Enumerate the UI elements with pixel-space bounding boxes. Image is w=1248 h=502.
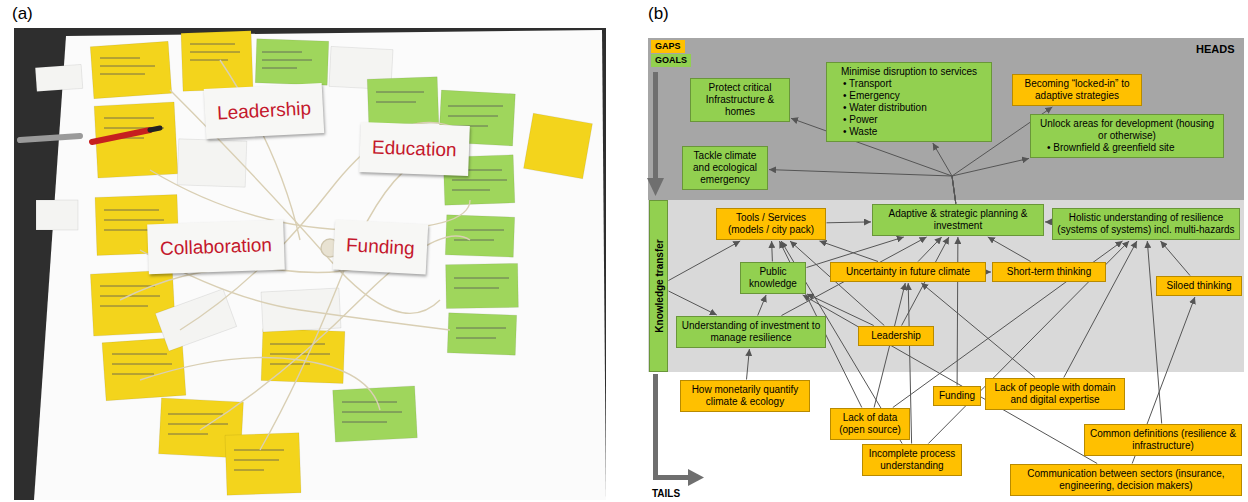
gap-box: Becoming “locked-in” to adaptive strateg… — [1012, 74, 1142, 106]
box-text: Lack of data (open source) — [835, 412, 905, 436]
box-text: Public knowledge — [745, 266, 801, 290]
goal-box: Protect critical Infrastructure & homes — [690, 78, 790, 122]
arrow-connector — [988, 237, 1031, 262]
idea-card: Leadership — [204, 83, 324, 139]
legend-swatch: GOALS — [651, 54, 691, 67]
arrow-connector — [820, 241, 879, 262]
sticky-notes — [35, 31, 592, 495]
arrow-connector — [957, 237, 959, 386]
box-text: Tackle climate and ecological emergency — [687, 150, 763, 186]
box-text: • Brownfield & greenfield site — [1035, 142, 1219, 154]
arrow-connector — [758, 295, 766, 316]
arrow-connector — [1147, 241, 1161, 424]
gap-box: Lack of data (open source) — [830, 408, 910, 440]
box-text: Understanding of investment to manage re… — [681, 320, 821, 344]
band-label: HEADS — [1196, 43, 1235, 55]
box-text: Knowledge transfer — [653, 239, 664, 332]
vertical-goal-box: Knowledge transfer — [649, 200, 668, 372]
box-text: Leadership — [863, 330, 929, 342]
handwritten-text: Leadership — [216, 98, 311, 125]
box-text: Funding — [938, 390, 976, 402]
connecting-strings — [120, 60, 470, 450]
box-text: Short-term thinking — [997, 266, 1101, 278]
idea-card: Collaboration — [147, 220, 285, 275]
box-text: Adaptive & strategic planning & investme… — [877, 208, 1039, 232]
panel-label: (a) — [12, 4, 33, 24]
box-text: Unlock areas for development (housing or… — [1035, 118, 1219, 142]
arrow-connector — [933, 143, 956, 204]
gap-box: Common definitions (resilience & infrast… — [1084, 424, 1242, 456]
table-surface — [14, 28, 606, 500]
panel-label: (b) — [648, 4, 669, 24]
box-text: • Transport — [831, 78, 987, 90]
gap-box: Leadership — [858, 326, 934, 346]
box-text: • Power — [831, 114, 987, 126]
arrow-connector — [669, 241, 741, 281]
handwriting-scribbles — [100, 44, 509, 470]
gap-box: Tools / Services (models / city pack) — [716, 208, 826, 240]
arrow-connector — [747, 349, 750, 380]
box-text: Lack of people with domain and digital e… — [990, 382, 1120, 406]
box-text: Tools / Services (models / city pack) — [721, 212, 821, 236]
arrow-connector — [827, 221, 872, 223]
gap-box: Lack of people with domain and digital e… — [985, 378, 1125, 410]
hub-goal-box: Adaptive & strategic planning & investme… — [872, 204, 1044, 236]
gap-box: How monetarily quantify climate & ecolog… — [680, 380, 810, 412]
legend-swatch: GAPS — [651, 40, 685, 53]
marker-pens — [20, 128, 160, 142]
paper-sheet — [34, 30, 606, 500]
box-text: Holistic understanding of resilience (sy… — [1057, 212, 1235, 236]
box-text: Becoming “locked-in” to adaptive strateg… — [1017, 78, 1137, 102]
box-text: Communication between sectors (insurance… — [1015, 468, 1237, 492]
goal-box: Tackle climate and ecological emergency — [682, 146, 768, 190]
arrow-connector — [952, 158, 1029, 203]
arrow-connector — [1045, 221, 1052, 222]
goal-box: Unlock areas for development (housing or… — [1030, 114, 1224, 158]
arrow-connector — [771, 241, 773, 262]
legend-text: GOALS — [655, 55, 687, 65]
arrow-connector — [921, 283, 1035, 378]
box-text: Minimise disruption to services — [831, 66, 987, 78]
goal-box: Understanding of investment to manage re… — [676, 316, 826, 348]
box-text: How monetarily quantify climate & ecolog… — [685, 384, 805, 408]
goal-box: Public knowledge — [740, 262, 806, 294]
gap-box: Communication between sectors (insurance… — [1010, 464, 1242, 496]
arrow-connector — [769, 170, 956, 204]
gap-box: Incomplete process understanding — [862, 444, 962, 476]
goal-box: Holistic understanding of resilience (sy… — [1052, 208, 1240, 240]
gap-box: Siloed thinking — [1156, 276, 1242, 296]
heads-to-tails-arrow — [647, 72, 704, 486]
idea-card: Funding — [333, 220, 428, 275]
arrow-connector — [987, 272, 992, 273]
box-text: • Emergency — [831, 90, 987, 102]
goal-box: Minimise disruption to services• Transpo… — [826, 62, 992, 142]
handwritten-text: Funding — [345, 234, 415, 260]
arrow-connector — [1161, 241, 1191, 276]
box-text: • Water distribution — [831, 102, 987, 114]
idea-card: Education — [359, 122, 469, 176]
box-text: Siloed thinking — [1161, 280, 1237, 292]
box-text: Uncertainty in future climate — [835, 266, 981, 278]
legend-text: GAPS — [655, 41, 681, 51]
gap-box: Uncertainty in future climate — [830, 262, 986, 282]
handwritten-text: Collaboration — [160, 234, 273, 260]
box-text: Protect critical Infrastructure & homes — [695, 82, 785, 118]
arrow-connector — [669, 291, 717, 315]
band-label: TAILS — [652, 488, 680, 499]
box-text: • Waste — [831, 126, 987, 138]
middle-band — [648, 200, 1244, 372]
gap-box: Funding — [933, 386, 981, 406]
box-text: Incomplete process understanding — [867, 448, 957, 472]
handwritten-text: Education — [372, 137, 457, 162]
gap-box: Short-term thinking — [992, 262, 1106, 282]
box-text: Common definitions (resilience & infrast… — [1089, 428, 1237, 452]
